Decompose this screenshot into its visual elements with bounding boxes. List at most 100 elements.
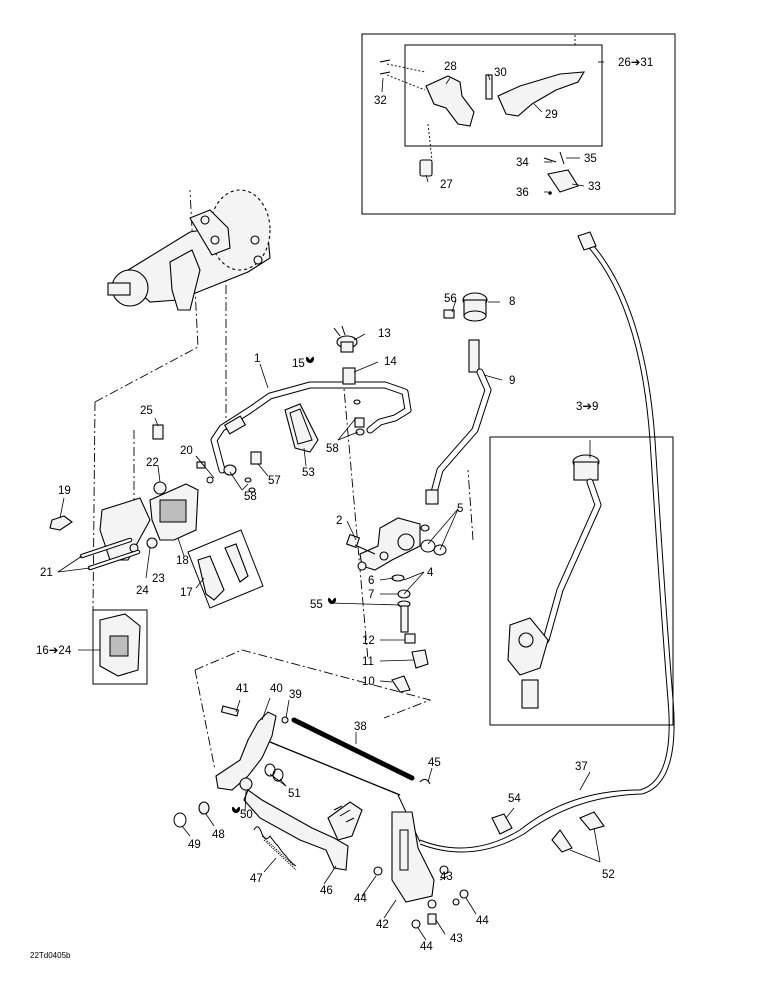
callout-2: 2 bbox=[336, 515, 342, 527]
callout-14: 14 bbox=[384, 356, 397, 368]
callout-39: 39 bbox=[289, 689, 302, 701]
callout-28: 28 bbox=[444, 61, 457, 73]
master-cylinder-bolt bbox=[345, 533, 376, 555]
callout-19: 19 bbox=[58, 485, 71, 497]
callout-6: 6 bbox=[368, 575, 374, 587]
caliper-pins bbox=[79, 537, 141, 571]
bracket-fasteners bbox=[373, 865, 469, 929]
callout-43-upper: 43 bbox=[440, 871, 453, 883]
inset-box-hand-brake-lever bbox=[361, 33, 676, 215]
callout-18: 18 bbox=[176, 555, 189, 567]
callout-44-right: 44 bbox=[476, 915, 489, 927]
callout-32: 32 bbox=[374, 95, 387, 107]
hand-brake-lever-parts bbox=[379, 59, 586, 195]
callout-15: 15 bbox=[292, 358, 305, 370]
caliper-banjo-fitting bbox=[223, 451, 262, 493]
callout-20: 20 bbox=[180, 445, 193, 457]
callout-47: 47 bbox=[250, 873, 263, 885]
diagram-reference-code: 22Td0405b bbox=[30, 951, 71, 960]
callout-22: 22 bbox=[146, 457, 159, 469]
inset-box-brake-pads bbox=[187, 529, 264, 609]
callout-1: 1 bbox=[254, 353, 260, 365]
callout-12: 12 bbox=[362, 635, 375, 647]
brake-caliper bbox=[99, 481, 199, 561]
cable-ties bbox=[551, 811, 605, 853]
inset-lever-subassembly-box bbox=[404, 44, 603, 147]
callout-58-upper: 58 bbox=[326, 443, 339, 455]
callout-43-lower: 43 bbox=[450, 933, 463, 945]
cable-clamp bbox=[491, 813, 513, 835]
callout-5: 5 bbox=[457, 503, 463, 515]
callout-52: 52 bbox=[602, 869, 615, 881]
brake-rod bbox=[269, 717, 415, 796]
banjo-bolt bbox=[342, 367, 365, 436]
master-cylinder-assembly-view bbox=[507, 454, 602, 709]
callout-33: 33 bbox=[588, 181, 601, 193]
callout-10: 10 bbox=[362, 676, 375, 688]
assembly-reference-lines bbox=[92, 35, 576, 771]
caliper-bracket bbox=[49, 515, 73, 531]
callout-44-left: 44 bbox=[354, 893, 367, 905]
pedal-washers bbox=[173, 763, 284, 828]
callout-34: 34 bbox=[516, 157, 529, 169]
callout-23: 23 bbox=[152, 573, 165, 585]
callout-24: 24 bbox=[136, 585, 149, 597]
brake-line bbox=[210, 381, 412, 474]
callout-58-lower: 58 bbox=[244, 491, 257, 503]
callout-3-to-9: 3➔9 bbox=[576, 401, 598, 413]
brake-pedal-lever bbox=[215, 711, 363, 871]
pedal-mounting-bracket bbox=[391, 811, 435, 903]
callout-16-to-24: 16➔24 bbox=[36, 645, 72, 657]
callout-13: 13 bbox=[378, 328, 391, 340]
callout-42: 42 bbox=[376, 919, 389, 931]
brake-pads bbox=[197, 543, 249, 601]
callout-4: 4 bbox=[427, 567, 434, 579]
callout-36: 36 bbox=[516, 187, 529, 199]
rod-clip bbox=[419, 778, 431, 785]
callout-45: 45 bbox=[428, 757, 441, 769]
callout-leader-lines bbox=[57, 61, 604, 941]
callout-37: 37 bbox=[575, 761, 588, 773]
inset-box-master-cylinder-assembly bbox=[489, 436, 674, 726]
callout-25: 25 bbox=[140, 405, 153, 417]
callout-30: 30 bbox=[494, 67, 507, 79]
brake-fluid-reservoir bbox=[443, 292, 488, 322]
callout-7: 7 bbox=[368, 589, 374, 601]
master-cylinder-seals bbox=[391, 524, 447, 599]
callout-48: 48 bbox=[212, 829, 225, 841]
callout-29: 29 bbox=[545, 109, 558, 121]
callout-44-bottom: 44 bbox=[420, 941, 433, 953]
callout-35: 35 bbox=[584, 153, 597, 165]
callout-17: 17 bbox=[180, 587, 193, 599]
callout-49: 49 bbox=[188, 839, 201, 851]
callout-40: 40 bbox=[270, 683, 283, 695]
brake-light-switch bbox=[333, 325, 358, 353]
callout-21: 21 bbox=[40, 567, 53, 579]
pushrod-assembly bbox=[391, 600, 429, 693]
callout-56: 56 bbox=[444, 293, 457, 305]
callout-labels: 1 2 3➔9 4 5 6 7 8 9 10 11 12 13 14 15 16… bbox=[30, 57, 653, 960]
caliper-assembly-view bbox=[99, 613, 141, 677]
brake-disc-hub-assembly bbox=[107, 189, 271, 311]
callout-8: 8 bbox=[509, 296, 515, 308]
callout-50: 50 bbox=[240, 809, 253, 821]
callout-51: 51 bbox=[288, 788, 301, 800]
reservoir-hose bbox=[425, 339, 492, 505]
brake-line-clip bbox=[284, 403, 319, 453]
callout-55: 55 bbox=[310, 599, 323, 611]
callout-9: 9 bbox=[509, 375, 515, 387]
callout-38: 38 bbox=[354, 721, 367, 733]
callout-27: 27 bbox=[440, 179, 453, 191]
pedal-pivot-pin bbox=[220, 705, 289, 724]
return-spring bbox=[253, 826, 297, 871]
callout-26-to-31: 26➔31 bbox=[618, 57, 653, 69]
callout-53: 53 bbox=[302, 467, 315, 479]
thread-locker-drop-icons bbox=[232, 356, 336, 813]
inset-box-caliper-assembly bbox=[92, 609, 148, 685]
callout-57: 57 bbox=[268, 475, 281, 487]
callout-54: 54 bbox=[508, 793, 521, 805]
callout-11: 11 bbox=[362, 656, 374, 668]
callout-41: 41 bbox=[236, 683, 249, 695]
master-cylinder bbox=[357, 517, 421, 571]
